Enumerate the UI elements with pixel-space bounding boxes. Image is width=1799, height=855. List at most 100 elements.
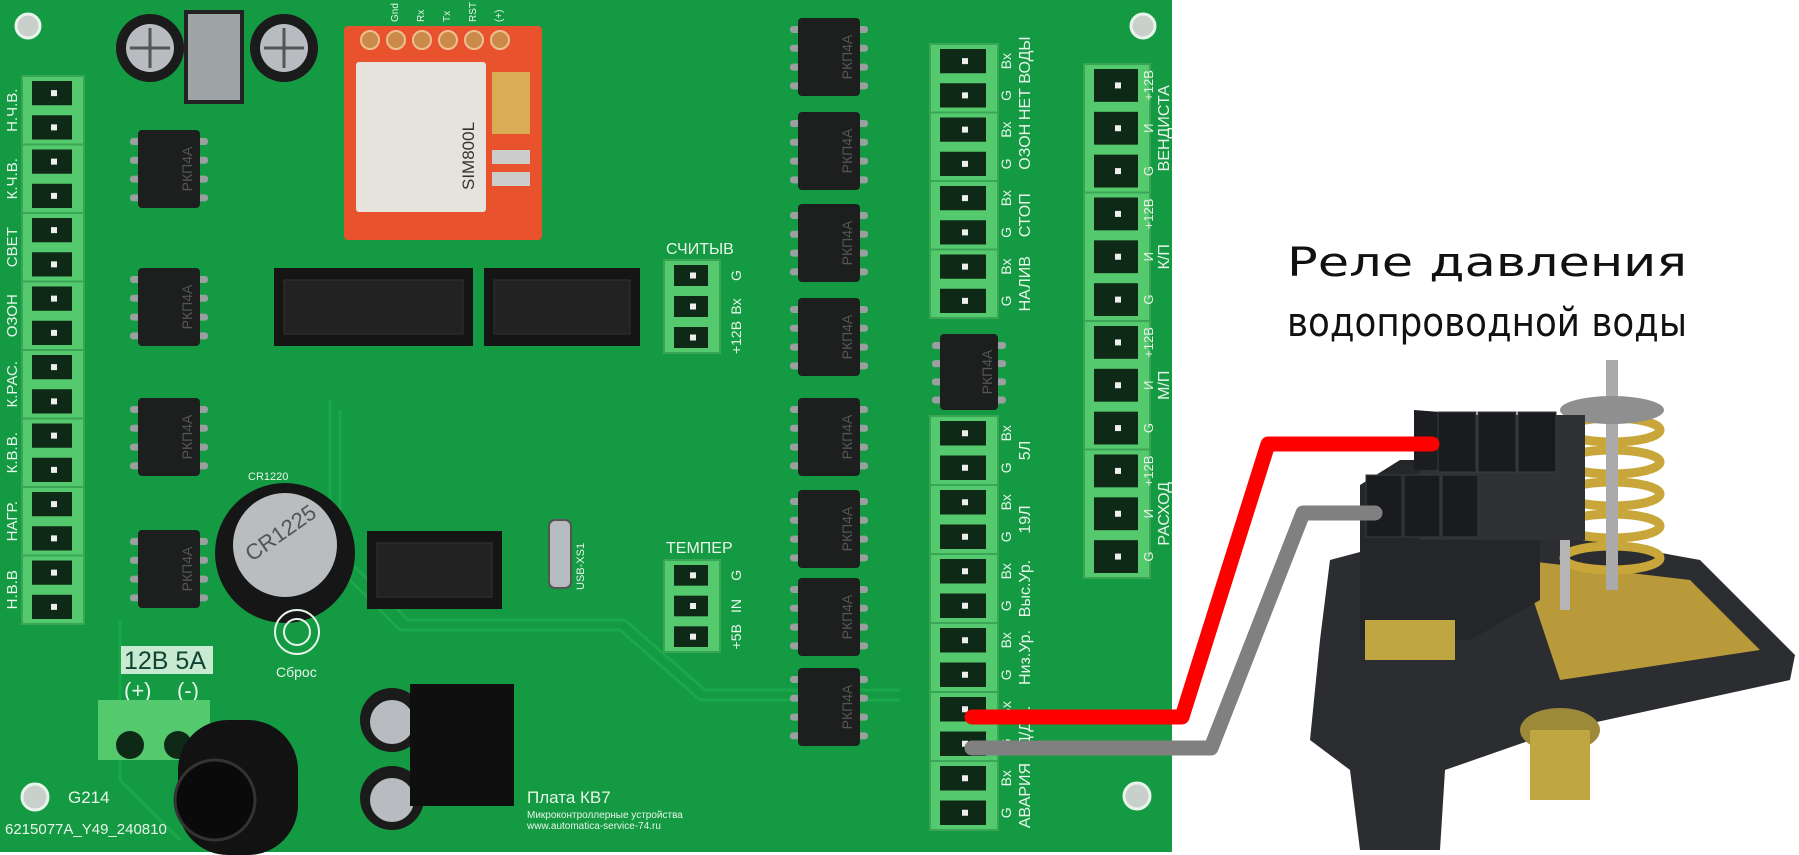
pin-label: Вх [998, 259, 1014, 275]
box-header-connector[interactable] [367, 531, 502, 609]
terminal-screw [1115, 467, 1121, 474]
terminal-screw [1115, 125, 1121, 132]
terminal-label: СТОП [1017, 193, 1034, 237]
terminal-screw [1115, 296, 1121, 303]
pin-label: G [998, 462, 1014, 473]
terminal-label: РАСХОД [1156, 482, 1173, 546]
pin-label: Вх [998, 425, 1014, 441]
pin-label: Вх [998, 494, 1014, 510]
sim-pin [360, 30, 380, 50]
pin-label: G [1141, 552, 1156, 562]
pin-label: G [1141, 166, 1156, 176]
reader-terminal-block[interactable] [663, 259, 721, 354]
chip-marking: РКП4А [179, 284, 195, 329]
terminal-screw [962, 706, 968, 713]
terminal-block-left[interactable]: ОЗОН [4, 280, 85, 351]
terminal-screw [962, 160, 968, 167]
power-minus-label: (-) [177, 678, 199, 703]
pin-label: Вх [728, 298, 744, 314]
wire-signal-red [964, 436, 1440, 725]
terminal-label: М/П [1156, 371, 1173, 400]
terminal-screw [690, 334, 696, 341]
optocoupler-chip: РКП4А [130, 398, 208, 476]
optocoupler-chip: РКП4А [790, 204, 868, 282]
pin-label: +12В [1141, 456, 1156, 487]
voltage-regulator [184, 10, 244, 104]
board-url: www.automatica-service-74.ru [526, 821, 661, 832]
pin-label: G [728, 270, 744, 281]
terminal-block-left[interactable]: СВЕТ [4, 212, 85, 283]
pin-label: G [1141, 295, 1156, 305]
pin-label: И [1141, 124, 1156, 133]
terminal-block-left[interactable]: К.Ч.В. [4, 143, 85, 214]
capacitor [250, 14, 318, 82]
terminal-screw [51, 535, 57, 542]
usb-port[interactable] [548, 519, 572, 589]
box-header-connector[interactable] [484, 268, 640, 346]
pin-label: И [1141, 509, 1156, 518]
terminal-screw [962, 297, 968, 304]
box-header-connector[interactable] [274, 268, 473, 346]
capacitor [116, 14, 184, 82]
board-code: G214 [68, 788, 110, 807]
terminal-screw [962, 464, 968, 471]
temperature-label: ТЕМПЕР [666, 540, 733, 557]
terminal-screw [962, 602, 968, 609]
reset-label: Сброс [276, 664, 317, 680]
terminal-screw [51, 569, 57, 576]
terminal-screw [1115, 82, 1121, 89]
terminal-screw [962, 637, 968, 644]
terminal-label: Н.Ч.В. [4, 89, 21, 132]
optocoupler-chip: РКП4А [790, 398, 868, 476]
pin-label: Вх [998, 770, 1014, 786]
terminal-label: 19Л [1017, 505, 1034, 533]
chip-marking: РКП4А [179, 146, 195, 191]
terminal-block-left[interactable]: Н.В.В [4, 554, 85, 625]
terminal-screw [1115, 425, 1121, 432]
terminal-screw [962, 533, 968, 540]
pin-label: G [998, 90, 1014, 101]
terminal-screw [690, 303, 696, 310]
temperature-terminal-block[interactable] [663, 559, 721, 653]
terminal-screw [51, 501, 57, 508]
terminal-screw [962, 671, 968, 678]
chip-marking: РКП4А [839, 314, 855, 359]
terminal-label: ОЗОН [1017, 124, 1034, 170]
terminal-screw [962, 568, 968, 575]
terminal-screw [1115, 168, 1121, 175]
terminal-label: АВАРИЯ [1017, 763, 1034, 828]
capacitor [360, 766, 424, 830]
sim-pin-label: (+) [494, 10, 505, 23]
terminal-block-left[interactable]: К.В.В. [4, 417, 85, 488]
terminal-screw [962, 775, 968, 782]
optocoupler-chip: РКП4А [790, 578, 868, 656]
chip-marking: РКП4А [839, 128, 855, 173]
terminal-screw [51, 192, 57, 199]
terminal-screw [962, 229, 968, 236]
terminal-screw [962, 499, 968, 506]
reset-button[interactable] [274, 609, 320, 655]
annotation-line-1: Реле давления [1287, 240, 1687, 286]
sim-pin [490, 30, 510, 50]
terminal-block-left[interactable]: К.РАС. [4, 349, 85, 420]
terminal-label: Выс.Ур. [1017, 560, 1034, 617]
pin-label: +12В [1141, 327, 1156, 358]
terminal-screw [51, 124, 57, 131]
board-name: Плата КВ7 [527, 788, 611, 807]
pin-label: G [998, 600, 1014, 611]
pin-label: +12В [1141, 70, 1156, 101]
pin-label: G [998, 295, 1014, 306]
